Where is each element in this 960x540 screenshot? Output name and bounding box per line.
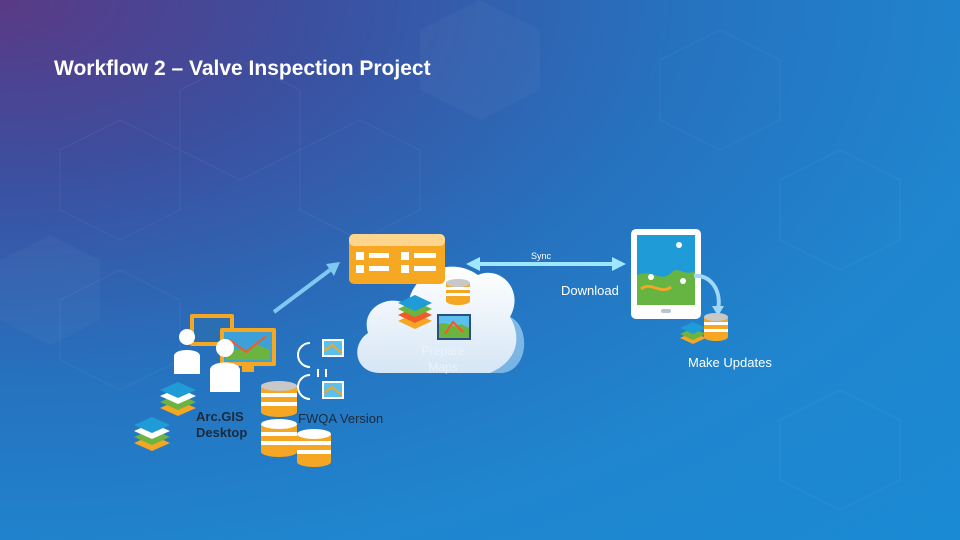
fwqa-version-label: FWQA Version	[298, 411, 384, 426]
device-database-icon	[704, 313, 728, 341]
user-icon	[174, 329, 200, 374]
download-label: Download	[561, 283, 619, 298]
slide-title: Workflow 2 – Valve Inspection Project	[54, 57, 431, 80]
fwqa-database-icon	[297, 429, 331, 467]
tablet-icon	[631, 229, 701, 319]
version-cycle-icon	[297, 339, 344, 400]
sync-arrow-icon	[466, 257, 626, 271]
cloud-database-icon	[446, 279, 470, 305]
desktop-monitors-icon	[190, 314, 276, 372]
map-thumbnail-icon	[437, 314, 471, 340]
server-icon	[349, 234, 445, 284]
prepare-maps-label: Prepare Maps	[421, 344, 465, 374]
publish-arrow-icon	[272, 262, 340, 314]
layers-stack-icon-1	[160, 382, 196, 416]
layers-stack-icon-2	[134, 417, 170, 451]
desktop-database-icon	[261, 381, 297, 457]
layers-icon	[398, 295, 432, 329]
device-layers-icon	[680, 322, 706, 344]
update-arrow-icon	[693, 273, 724, 316]
user-icon-2	[210, 339, 240, 392]
sync-label: Sync	[531, 251, 552, 261]
make-updates-label: Make Updates	[688, 355, 772, 370]
arcgis-desktop-label: Arc.GIS Desktop	[196, 409, 248, 440]
